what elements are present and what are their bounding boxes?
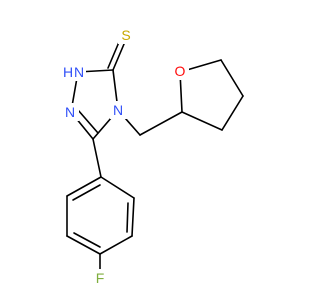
f-label-bg xyxy=(92,269,108,287)
bond-c5-ph1 xyxy=(92,138,102,178)
n2-label-bg xyxy=(62,103,79,121)
bond-ch2-c2thf xyxy=(139,111,183,136)
n2-atom-label: N xyxy=(65,104,75,120)
h-prefix-label: H xyxy=(63,64,73,80)
bond-ph6-ph1-inner xyxy=(72,184,101,201)
bond-c3thf-c2thf xyxy=(181,111,223,131)
molecule-structure: H N N N S O F xyxy=(58,26,244,287)
bond-layer xyxy=(66,34,244,278)
structure-canvas: H N N N S O F xyxy=(58,26,244,287)
bond-ph2-ph3 xyxy=(131,197,135,237)
bond-ph2-ph3-inner xyxy=(126,202,129,233)
s-atom-label: S xyxy=(121,27,130,43)
o-atom-label: O xyxy=(175,63,186,79)
bond-c4thf-c3thf xyxy=(221,95,244,131)
n4-atom-label: N xyxy=(113,102,123,118)
n1-atom-label: N xyxy=(74,64,84,80)
s-label-bg xyxy=(118,26,135,44)
bond-c5thf-c4thf xyxy=(220,59,244,97)
bond-c5-n2-double xyxy=(77,109,99,134)
bond-ph4-ph5-inner xyxy=(73,232,101,248)
f-atom-label: F xyxy=(96,270,105,286)
bond-ph6-ph1 xyxy=(66,176,102,197)
atom-label-layer: H N N N S O F xyxy=(58,26,189,287)
bond-ph3-ph4 xyxy=(99,235,133,255)
o-label-bg xyxy=(171,62,189,80)
n4-label-bg xyxy=(110,101,127,119)
n1-label-bg xyxy=(58,63,86,81)
bond-ph1-ph2 xyxy=(100,176,135,199)
bond-ph4-ph5 xyxy=(66,235,101,255)
